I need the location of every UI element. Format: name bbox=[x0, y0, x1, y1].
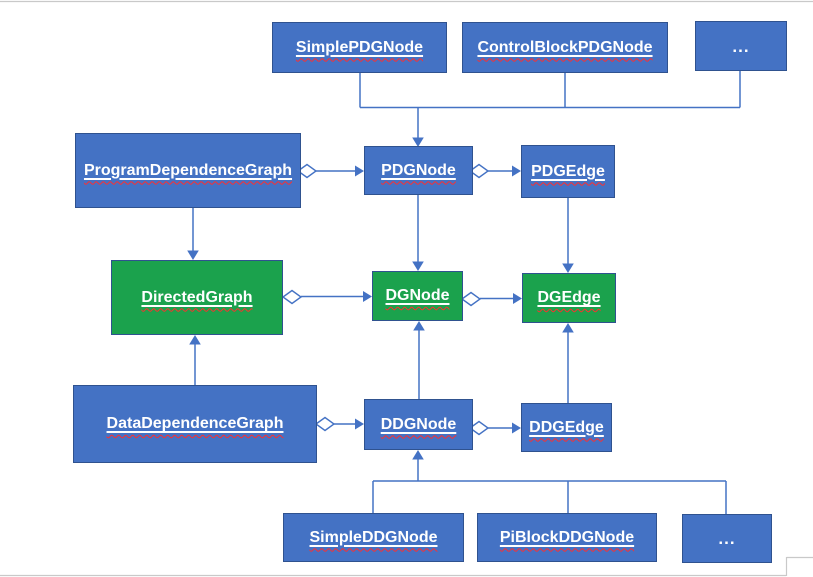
connector-subclasses-to-ddgnode bbox=[372, 450, 727, 514]
arrowhead-right bbox=[355, 165, 364, 177]
aggregation-diamond bbox=[460, 291, 482, 307]
class-box-ddg-ellipsis: ... bbox=[682, 514, 772, 563]
class-box-dgedge: DGEdge bbox=[522, 273, 616, 323]
class-label: DataDependenceGraph bbox=[106, 415, 284, 432]
class-box-controlblockpdgnode: ControlBlockPDGNode bbox=[462, 22, 668, 73]
class-label: SimpleDDGNode bbox=[309, 528, 438, 546]
class-box-pdgnode: PDGNode bbox=[364, 146, 473, 195]
connector-directedgraph-aggregates-dgnode bbox=[281, 289, 372, 305]
connector-subclasses-to-pdgnode bbox=[359, 71, 741, 147]
arrowhead-up bbox=[413, 321, 425, 331]
arrowhead-right bbox=[363, 291, 372, 302]
arrowhead-right bbox=[512, 165, 521, 177]
aggregation-diamond bbox=[281, 289, 303, 305]
connector-ddgnode-to-dgnode bbox=[413, 321, 425, 399]
class-label: DDGNode bbox=[380, 415, 457, 433]
class-label: PiBlockDDGNode bbox=[499, 528, 635, 546]
arrowhead-down bbox=[187, 250, 199, 260]
ellipsis-label: ... bbox=[718, 529, 736, 548]
class-box-datadependencegraph: DataDependenceGraph bbox=[73, 385, 317, 463]
connector-ddg-to-directedgraph bbox=[189, 335, 201, 385]
class-box-simplepdgnode: SimplePDGNode bbox=[272, 22, 447, 73]
class-box-programdependencegraph: ProgramDependenceGraph bbox=[75, 133, 301, 208]
class-box-directedgraph: DirectedGraph bbox=[111, 260, 283, 335]
class-box-simpleddgnode: SimpleDDGNode bbox=[283, 513, 464, 562]
connector-pdgnode-to-dgnode bbox=[412, 195, 424, 271]
class-label: DGEdge bbox=[537, 289, 601, 306]
class-label: DirectedGraph bbox=[141, 288, 253, 306]
class-label: ControlBlockPDGNode bbox=[477, 38, 653, 56]
arrowhead-down bbox=[412, 261, 424, 271]
connector-ddgedge-to-dgedge bbox=[562, 323, 574, 403]
class-box-piblockddgnode: PiBlockDDGNode bbox=[477, 513, 657, 562]
connector-pdgedge-to-dgedge bbox=[562, 198, 574, 273]
arrowhead-up-ddgnode bbox=[412, 450, 424, 460]
class-label: SimplePDGNode bbox=[295, 38, 424, 56]
class-box-pdgedge: PDGEdge bbox=[521, 145, 615, 198]
arrowhead-down-pdgnode bbox=[412, 137, 424, 147]
arrowhead-right bbox=[513, 293, 522, 304]
class-label: DGNode bbox=[385, 287, 450, 304]
class-label: ProgramDependenceGraph bbox=[83, 161, 293, 179]
class-box-ddgnode: DDGNode bbox=[364, 399, 473, 450]
class-box-dgnode: DGNode bbox=[372, 271, 463, 321]
arrowhead-down bbox=[562, 263, 574, 273]
class-label: PDGNode bbox=[381, 161, 456, 179]
class-label: DDGEdge bbox=[529, 418, 604, 436]
arrowhead-right bbox=[512, 422, 521, 434]
connector-pdgnode-aggregates-pdgedge bbox=[468, 163, 521, 179]
connector-ddg-aggregates-ddgnode bbox=[314, 416, 364, 432]
connector-dgnode-aggregates-dgedge bbox=[460, 291, 522, 307]
class-label: PDGEdge bbox=[531, 162, 605, 180]
arrowhead-right bbox=[355, 418, 364, 430]
arrowhead-up bbox=[189, 335, 201, 345]
connector-pdg-to-directedgraph bbox=[187, 208, 199, 260]
connector-pdg-aggregates-pdgnode bbox=[296, 163, 364, 179]
class-box-pdg-ellipsis: ... bbox=[695, 21, 787, 71]
arrowhead-up bbox=[562, 323, 574, 333]
connector-ddgnode-aggregates-ddgedge bbox=[468, 420, 521, 436]
ellipsis-label: ... bbox=[732, 36, 750, 56]
class-box-ddgedge: DDGEdge bbox=[521, 403, 612, 452]
aggregation-diamond bbox=[314, 416, 336, 432]
